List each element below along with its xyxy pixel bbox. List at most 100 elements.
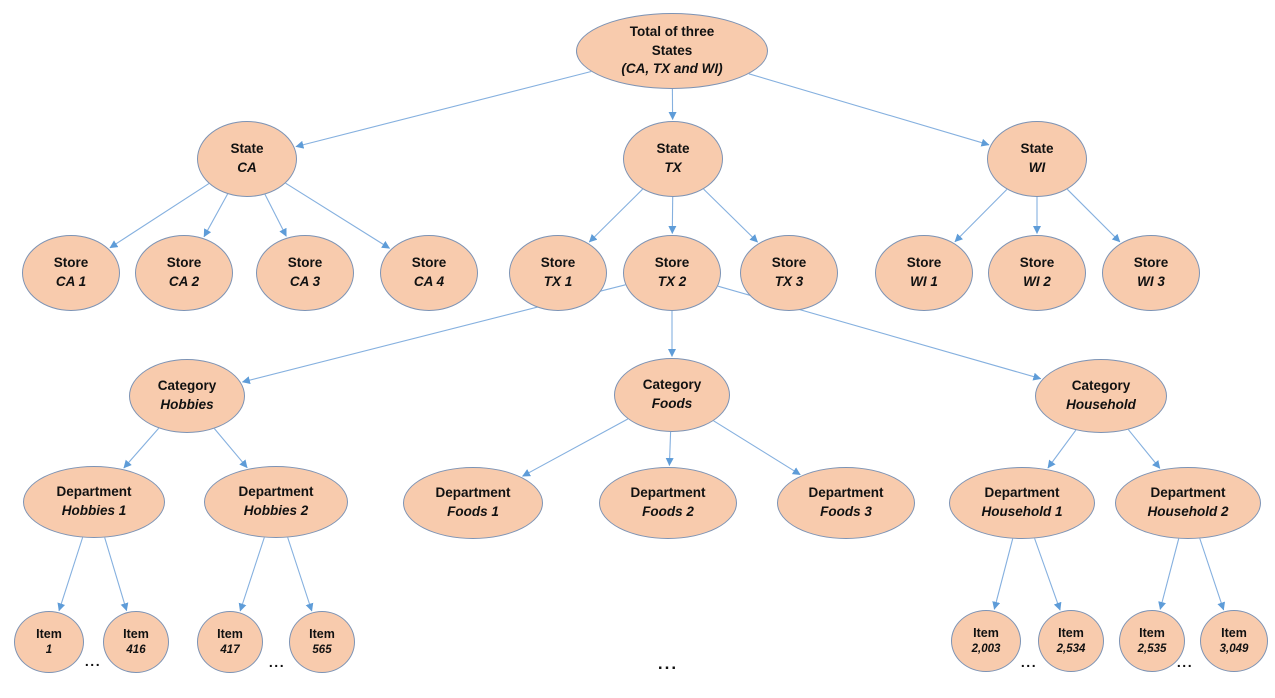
edge-dept-hobbies-1-to-item-416	[104, 537, 129, 612]
node-label: State	[1020, 141, 1054, 157]
node-label: Item	[1058, 625, 1084, 640]
node-label: Department	[435, 485, 511, 501]
ellipsis-label: ...	[84, 653, 102, 669]
edge-state-ca-to-store-ca-2	[203, 193, 229, 238]
node-sublabel: Foods 3	[820, 504, 872, 519]
node-label: Store	[654, 255, 690, 271]
edge-cat-hobbies-to-dept-hobbies-1	[123, 427, 160, 469]
node-sublabel: TX 1	[543, 274, 573, 289]
node-sublabel: TX 2	[657, 274, 687, 289]
node-sublabel: 565	[312, 643, 332, 656]
edge-dept-household-1-to-item-2534	[1034, 538, 1062, 611]
node-label: Store	[1133, 255, 1169, 271]
node-label: States	[651, 42, 693, 58]
node-sublabel: CA 1	[55, 274, 87, 289]
node-label: Store	[53, 255, 89, 271]
node-sublabel: Household 1	[981, 504, 1063, 519]
node-label: Department	[1150, 485, 1226, 501]
node-item-2534: Item 2,534	[1038, 610, 1104, 672]
node-store-tx-3: Store TX 3	[740, 235, 838, 311]
edges-group	[57, 70, 1226, 612]
edge-cat-foods-to-dept-foods-2	[665, 431, 674, 466]
edge-state-tx-to-store-tx-1	[588, 188, 643, 243]
node-label: Store	[411, 255, 447, 271]
node-label: Department	[984, 485, 1060, 501]
node-label: Item	[309, 626, 335, 641]
node-sublabel: TX 3	[774, 274, 804, 289]
node-item-416: Item 416	[103, 611, 169, 673]
edge-cat-household-to-dept-household-1	[1047, 429, 1077, 469]
node-sublabel: WI 1	[910, 274, 938, 289]
edge-state-ca-to-store-ca-3	[264, 194, 287, 237]
node-sublabel: 416	[126, 643, 146, 656]
node-store-wi-3: Store WI 3	[1102, 235, 1200, 311]
edge-state-ca-to-store-ca-4	[285, 182, 391, 249]
node-label: Item	[1221, 625, 1247, 640]
node-label: Item	[36, 626, 62, 641]
node-sublabel: CA 2	[168, 274, 200, 289]
node-label: Item	[217, 626, 243, 641]
node-label: Category	[1071, 378, 1131, 394]
node-store-ca-1: Store CA 1	[22, 235, 120, 311]
edge-dept-household-2-to-item-2535	[1158, 538, 1180, 610]
node-sublabel: Household	[1066, 397, 1136, 412]
node-sublabel: 2,003	[971, 642, 1001, 655]
edge-cat-foods-to-dept-foods-3	[713, 420, 801, 476]
edge-dept-household-2-to-item-3049	[1199, 538, 1226, 611]
node-sublabel: WI 3	[1137, 274, 1165, 289]
node-label: Department	[238, 484, 314, 500]
edge-cat-household-to-dept-household-2	[1127, 429, 1161, 469]
edge-state-tx-to-store-tx-3	[703, 188, 758, 243]
node-sublabel: CA 3	[289, 274, 321, 289]
node-label: Store	[771, 255, 807, 271]
node-sublabel: Foods 2	[642, 504, 694, 519]
node-label: Store	[1019, 255, 1055, 271]
edge-dept-household-1-to-item-2003	[992, 538, 1014, 610]
node-label: Department	[56, 484, 132, 500]
edge-dept-hobbies-2-to-item-565	[287, 537, 314, 612]
node-item-565: Item 565	[289, 611, 355, 673]
node-label: Item	[123, 626, 149, 641]
node-label: State	[230, 141, 264, 157]
node-sublabel: WI 2	[1023, 274, 1051, 289]
node-sublabel: Household 2	[1147, 504, 1229, 519]
node-label: Store	[287, 255, 323, 271]
node-sublabel: Foods	[651, 396, 693, 411]
node-label: State	[656, 141, 690, 157]
node-label: Category	[642, 377, 702, 393]
ellipsis-label: ...	[657, 654, 679, 673]
edge-total-to-state-ca	[295, 70, 592, 149]
node-sublabel: 1	[45, 643, 53, 656]
ellipsis-label: ...	[1020, 654, 1038, 670]
edge-dept-hobbies-1-to-item-1	[57, 537, 84, 612]
node-label: Store	[906, 255, 942, 271]
node-label: Item	[1139, 625, 1165, 640]
node-store-ca-3: Store CA 3	[256, 235, 354, 311]
edge-dept-hobbies-2-to-item-417	[238, 537, 265, 612]
edge-state-wi-to-store-wi-1	[954, 189, 1008, 243]
node-item-2003: Item 2,003	[951, 610, 1021, 672]
node-label: Item	[973, 625, 999, 640]
node-item-1: Item 1	[14, 611, 84, 673]
node-sublabel: WI	[1028, 160, 1046, 175]
node-sublabel: TX	[664, 160, 682, 175]
node-sublabel: 2,534	[1056, 642, 1086, 655]
